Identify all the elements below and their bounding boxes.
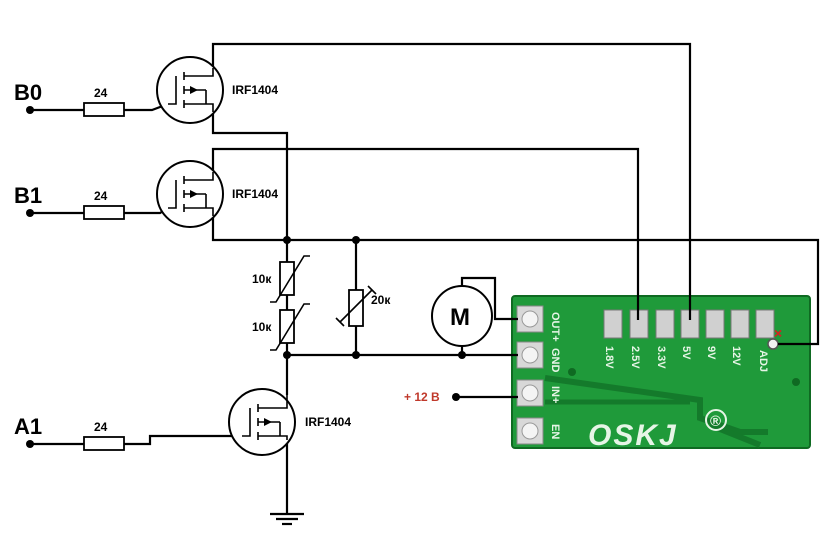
- input-label-a1: A1: [14, 414, 42, 439]
- gate-resistor-b1: 24: [83, 189, 125, 220]
- junction-dots: [283, 236, 466, 359]
- pin-label-en: EN: [549, 424, 561, 439]
- pin-label-in-plus: IN+: [549, 386, 561, 403]
- pad-label-2v5: 2.5V: [629, 346, 641, 369]
- motor-label: M: [450, 304, 470, 331]
- gate-resistor-a1-value: 24: [94, 420, 108, 434]
- mosfet-a1: [228, 388, 296, 456]
- motor: M: [431, 285, 493, 347]
- module-pin-out-plus: [516, 305, 544, 333]
- input-label-b0: B0: [14, 80, 42, 105]
- supply-label: + 12 В: [404, 390, 440, 404]
- module-pin-gnd: [516, 341, 544, 369]
- thermistor-lower: [270, 303, 310, 351]
- pin-label-gnd: GND: [549, 348, 561, 373]
- thermistor-upper-value: 10к: [252, 272, 272, 286]
- pin-label-out-plus: OUT+: [549, 312, 561, 342]
- pad-label-5v: 5V: [680, 346, 692, 360]
- wires: [30, 42, 820, 514]
- input-label-b1: B1: [14, 183, 42, 208]
- thermistor-upper: [270, 255, 310, 303]
- registered-mark: ®: [710, 413, 721, 430]
- gate-resistor-b1-value: 24: [94, 189, 108, 203]
- input-terminals: [26, 106, 460, 448]
- module-pin-en: [516, 417, 544, 445]
- cut-marker-icon: ×: [774, 325, 782, 341]
- pad-label-1v8: 1.8V: [603, 346, 615, 369]
- thermistor-lower-value: 10к: [252, 320, 272, 334]
- trimmer-resistor: [335, 285, 377, 327]
- pad-label-12v: 12V: [730, 346, 742, 366]
- module-pin-in-plus: [516, 379, 544, 407]
- gate-resistor-b0: 24: [83, 86, 125, 117]
- ground-icon: [270, 512, 304, 526]
- gate-resistor-b0-value: 24: [94, 86, 108, 100]
- gate-resistor-a1: 24: [83, 420, 125, 451]
- pad-label-3v3: 3.3V: [655, 346, 667, 369]
- mosfet-b0-label: IRF1404: [232, 83, 278, 97]
- mosfet-b1: [156, 160, 224, 228]
- mosfet-a1-label: IRF1404: [305, 415, 351, 429]
- mosfet-b1-label: IRF1404: [232, 187, 278, 201]
- voltage-pad-row: [603, 309, 775, 339]
- trimmer-resistor-value: 20к: [371, 293, 391, 307]
- regulator-module: OUT+ GND IN+ EN 1.8V 2.5V 3.3V 5V 9V 12V…: [511, 295, 811, 452]
- module-brand-logo: OSKJ: [588, 419, 678, 452]
- pad-label-adj: ADJ: [757, 350, 769, 372]
- pad-label-9v: 9V: [705, 346, 717, 360]
- mosfet-b0: [156, 56, 224, 124]
